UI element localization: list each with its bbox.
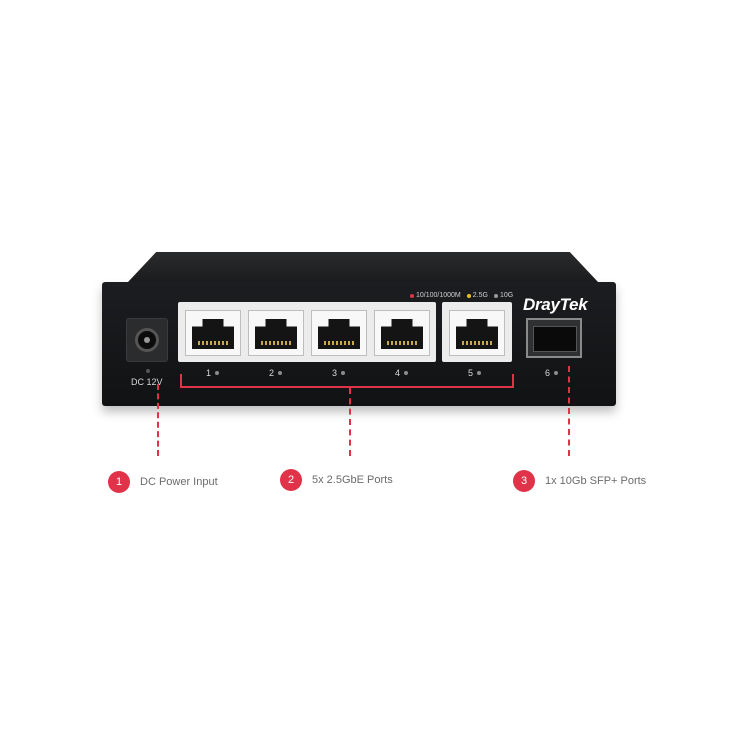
- port-number-1: 1: [206, 368, 220, 378]
- port-number-2: 2: [269, 368, 283, 378]
- power-led-icon: [146, 369, 150, 373]
- port-led-icon: [554, 371, 559, 375]
- callout-line-1: [157, 384, 159, 456]
- port-led-icon: [477, 371, 482, 375]
- led-legend-label: 10G: [499, 292, 514, 299]
- sfp-slot-icon: [533, 326, 577, 352]
- rj45-port-1: [185, 310, 241, 356]
- callout-badge: 1: [108, 471, 130, 493]
- led-legend-item: 10/100/1000M: [410, 292, 461, 299]
- led-legend-item: 10G: [493, 292, 514, 299]
- led-legend-item: 2.5G: [466, 292, 488, 299]
- callout-label: DC Power Input: [140, 476, 218, 488]
- port-led-icon: [404, 371, 409, 375]
- callout-sfp-ports: 3 1x 10Gb SFP+ Ports: [513, 470, 646, 492]
- port-number-3: 3: [332, 368, 346, 378]
- led-legend-label: 2.5G: [472, 292, 488, 299]
- port-number-label: 3: [332, 368, 338, 378]
- rj45-pins: [198, 341, 228, 345]
- port-number-label: 6: [545, 368, 551, 378]
- callout-line-3: [568, 366, 570, 456]
- callout-dc-power: 1 DC Power Input: [108, 471, 218, 493]
- rj45-port-4: [374, 310, 430, 356]
- dc-power-jack: [126, 318, 168, 362]
- led-legend: 10/100/1000M 2.5G 10G: [410, 292, 513, 299]
- port-led-icon: [278, 371, 283, 375]
- callout-label: 5x 2.5GbE Ports: [312, 474, 393, 486]
- power-jack-ring-icon: [135, 328, 159, 352]
- callout-label: 1x 10Gb SFP+ Ports: [545, 475, 647, 487]
- port-number-label: 4: [395, 368, 401, 378]
- led-legend-label: 10/100/1000M: [416, 292, 461, 299]
- port-group-bracket: [180, 374, 514, 388]
- device-top-surface: [128, 252, 598, 282]
- rj45-pins: [387, 341, 417, 345]
- port-number-label: 1: [206, 368, 212, 378]
- sfp-port-6: [526, 318, 582, 358]
- callout-badge: 3: [513, 470, 535, 492]
- brand-logo: DrayTek: [523, 295, 588, 314]
- port-led-icon: [341, 371, 346, 375]
- port-led-icon: [215, 371, 220, 375]
- led-dot-icon: [410, 293, 414, 298]
- port-number-label: 5: [468, 368, 474, 378]
- rj45-port-2: [248, 310, 304, 356]
- port-number-5: 5: [468, 368, 482, 378]
- port-number-4: 4: [395, 368, 409, 378]
- callout-rj45-ports: 2 5x 2.5GbE Ports: [280, 469, 393, 491]
- rj45-pins: [261, 341, 291, 345]
- rj45-port-5: [449, 310, 505, 356]
- led-dot-icon: [466, 293, 471, 298]
- rj45-port-3: [311, 310, 367, 356]
- callout-line-2: [349, 388, 351, 456]
- rj45-pins: [462, 341, 492, 345]
- port-number-6: 6: [545, 368, 559, 378]
- callout-badge: 2: [280, 469, 302, 491]
- led-dot-icon: [493, 293, 498, 298]
- power-jack-pin: [144, 337, 150, 343]
- power-label: DC 12V: [131, 377, 163, 387]
- port-number-label: 2: [269, 368, 275, 378]
- rj45-pins: [324, 341, 354, 345]
